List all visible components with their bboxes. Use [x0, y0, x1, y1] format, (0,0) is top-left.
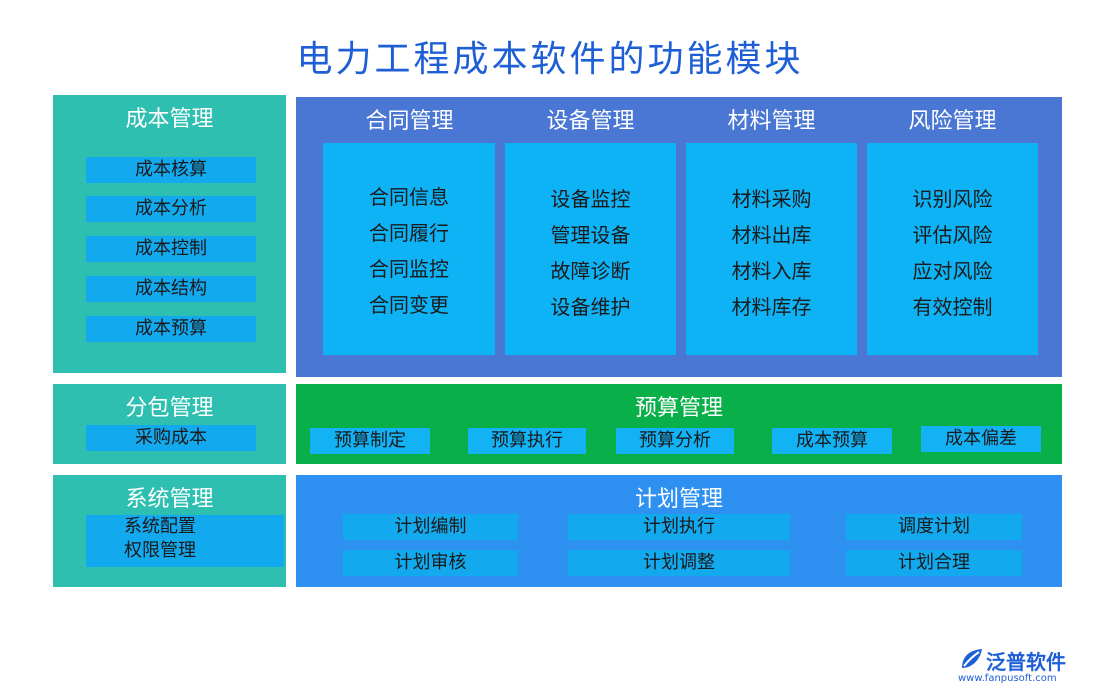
cost-item: 成本预算 [86, 316, 256, 342]
material-item: 材料入库 [731, 259, 812, 283]
material-item: 材料出库 [731, 223, 812, 247]
cost-item: 成本核算 [86, 157, 256, 183]
equipment-mgmt-title: 设备管理 [546, 109, 635, 134]
logo-name: 泛普软件 [986, 650, 1066, 674]
budget-item: 成本预算 [772, 428, 892, 454]
risk-item: 应对风险 [912, 259, 993, 283]
plan-item: 计划调整 [568, 550, 790, 576]
subcontract-title: 分包管理 [125, 396, 214, 421]
contract-box: 合同信息 合同履行 合同监控 合同变更 [323, 143, 495, 355]
plan-item: 计划执行 [568, 514, 790, 540]
material-box: 材料采购 材料出库 材料入库 材料库存 [686, 143, 857, 355]
budget-item: 预算分析 [616, 428, 734, 454]
system-item: 系统配置 [124, 516, 196, 537]
contract-item: 合同变更 [369, 293, 449, 317]
cost-item: 成本结构 [86, 276, 256, 302]
plan-item: 计划合理 [846, 550, 1022, 576]
cost-item: 成本分析 [86, 196, 256, 222]
equipment-box: 设备监控 管理设备 故障诊断 设备维护 [505, 143, 676, 355]
budget-item: 成本偏差 [921, 426, 1041, 452]
budget-item: 预算制定 [310, 428, 430, 454]
top-modules-panel: 合同管理 设备管理 材料管理 风险管理 合同信息 合同履行 合同监控 合同变更 … [296, 97, 1062, 377]
equipment-item: 设备监控 [550, 187, 631, 211]
system-items-box: 系统配置 权限管理 [86, 515, 284, 567]
cost-item: 成本控制 [86, 236, 256, 262]
material-item: 材料库存 [731, 295, 812, 319]
system-panel: 系统管理 系统配置 权限管理 [53, 475, 286, 587]
system-item: 权限管理 [124, 540, 196, 561]
cost-management-title: 成本管理 [125, 107, 214, 132]
page-title: 电力工程成本软件的功能模块 [296, 39, 804, 80]
contract-mgmt-title: 合同管理 [365, 109, 454, 134]
leaf-logo-icon [962, 649, 982, 668]
equipment-item: 故障诊断 [550, 259, 631, 283]
plan-item: 计划编制 [343, 514, 518, 540]
plan-title: 计划管理 [634, 487, 723, 512]
material-item: 材料采购 [731, 187, 812, 211]
contract-item: 合同信息 [369, 185, 449, 209]
risk-mgmt-title: 风险管理 [908, 109, 997, 134]
equipment-item: 管理设备 [550, 223, 631, 247]
risk-item: 识别风险 [912, 187, 993, 211]
system-title: 系统管理 [125, 487, 214, 512]
equipment-item: 设备维护 [550, 295, 631, 319]
plan-item: 计划审核 [343, 550, 518, 576]
risk-item: 评估风险 [912, 223, 993, 247]
contract-item: 合同监控 [369, 257, 449, 281]
material-mgmt-title: 材料管理 [727, 109, 816, 134]
plan-item: 调度计划 [846, 514, 1022, 540]
budget-item: 预算执行 [468, 428, 586, 454]
plan-panel: 计划管理 计划编制 计划执行 调度计划 计划审核 计划调整 计划合理 [296, 475, 1062, 587]
risk-item: 有效控制 [912, 295, 993, 319]
budget-panel: 预算管理 预算制定 预算执行 预算分析 成本预算 成本偏差 [296, 384, 1062, 464]
subcontract-panel: 分包管理 采购成本 [53, 384, 286, 464]
fanpu-logo: 泛普软件 www.fanpusoft.com [956, 646, 1086, 690]
cost-management-panel: 成本管理 成本核算 成本分析 成本控制 成本结构 成本预算 [53, 95, 286, 373]
subcontract-item: 采购成本 [86, 425, 256, 451]
contract-item: 合同履行 [369, 221, 449, 245]
risk-box: 识别风险 评估风险 应对风险 有效控制 [867, 143, 1038, 355]
budget-title: 预算管理 [634, 396, 723, 421]
logo-url: www.fanpusoft.com [958, 673, 1057, 684]
